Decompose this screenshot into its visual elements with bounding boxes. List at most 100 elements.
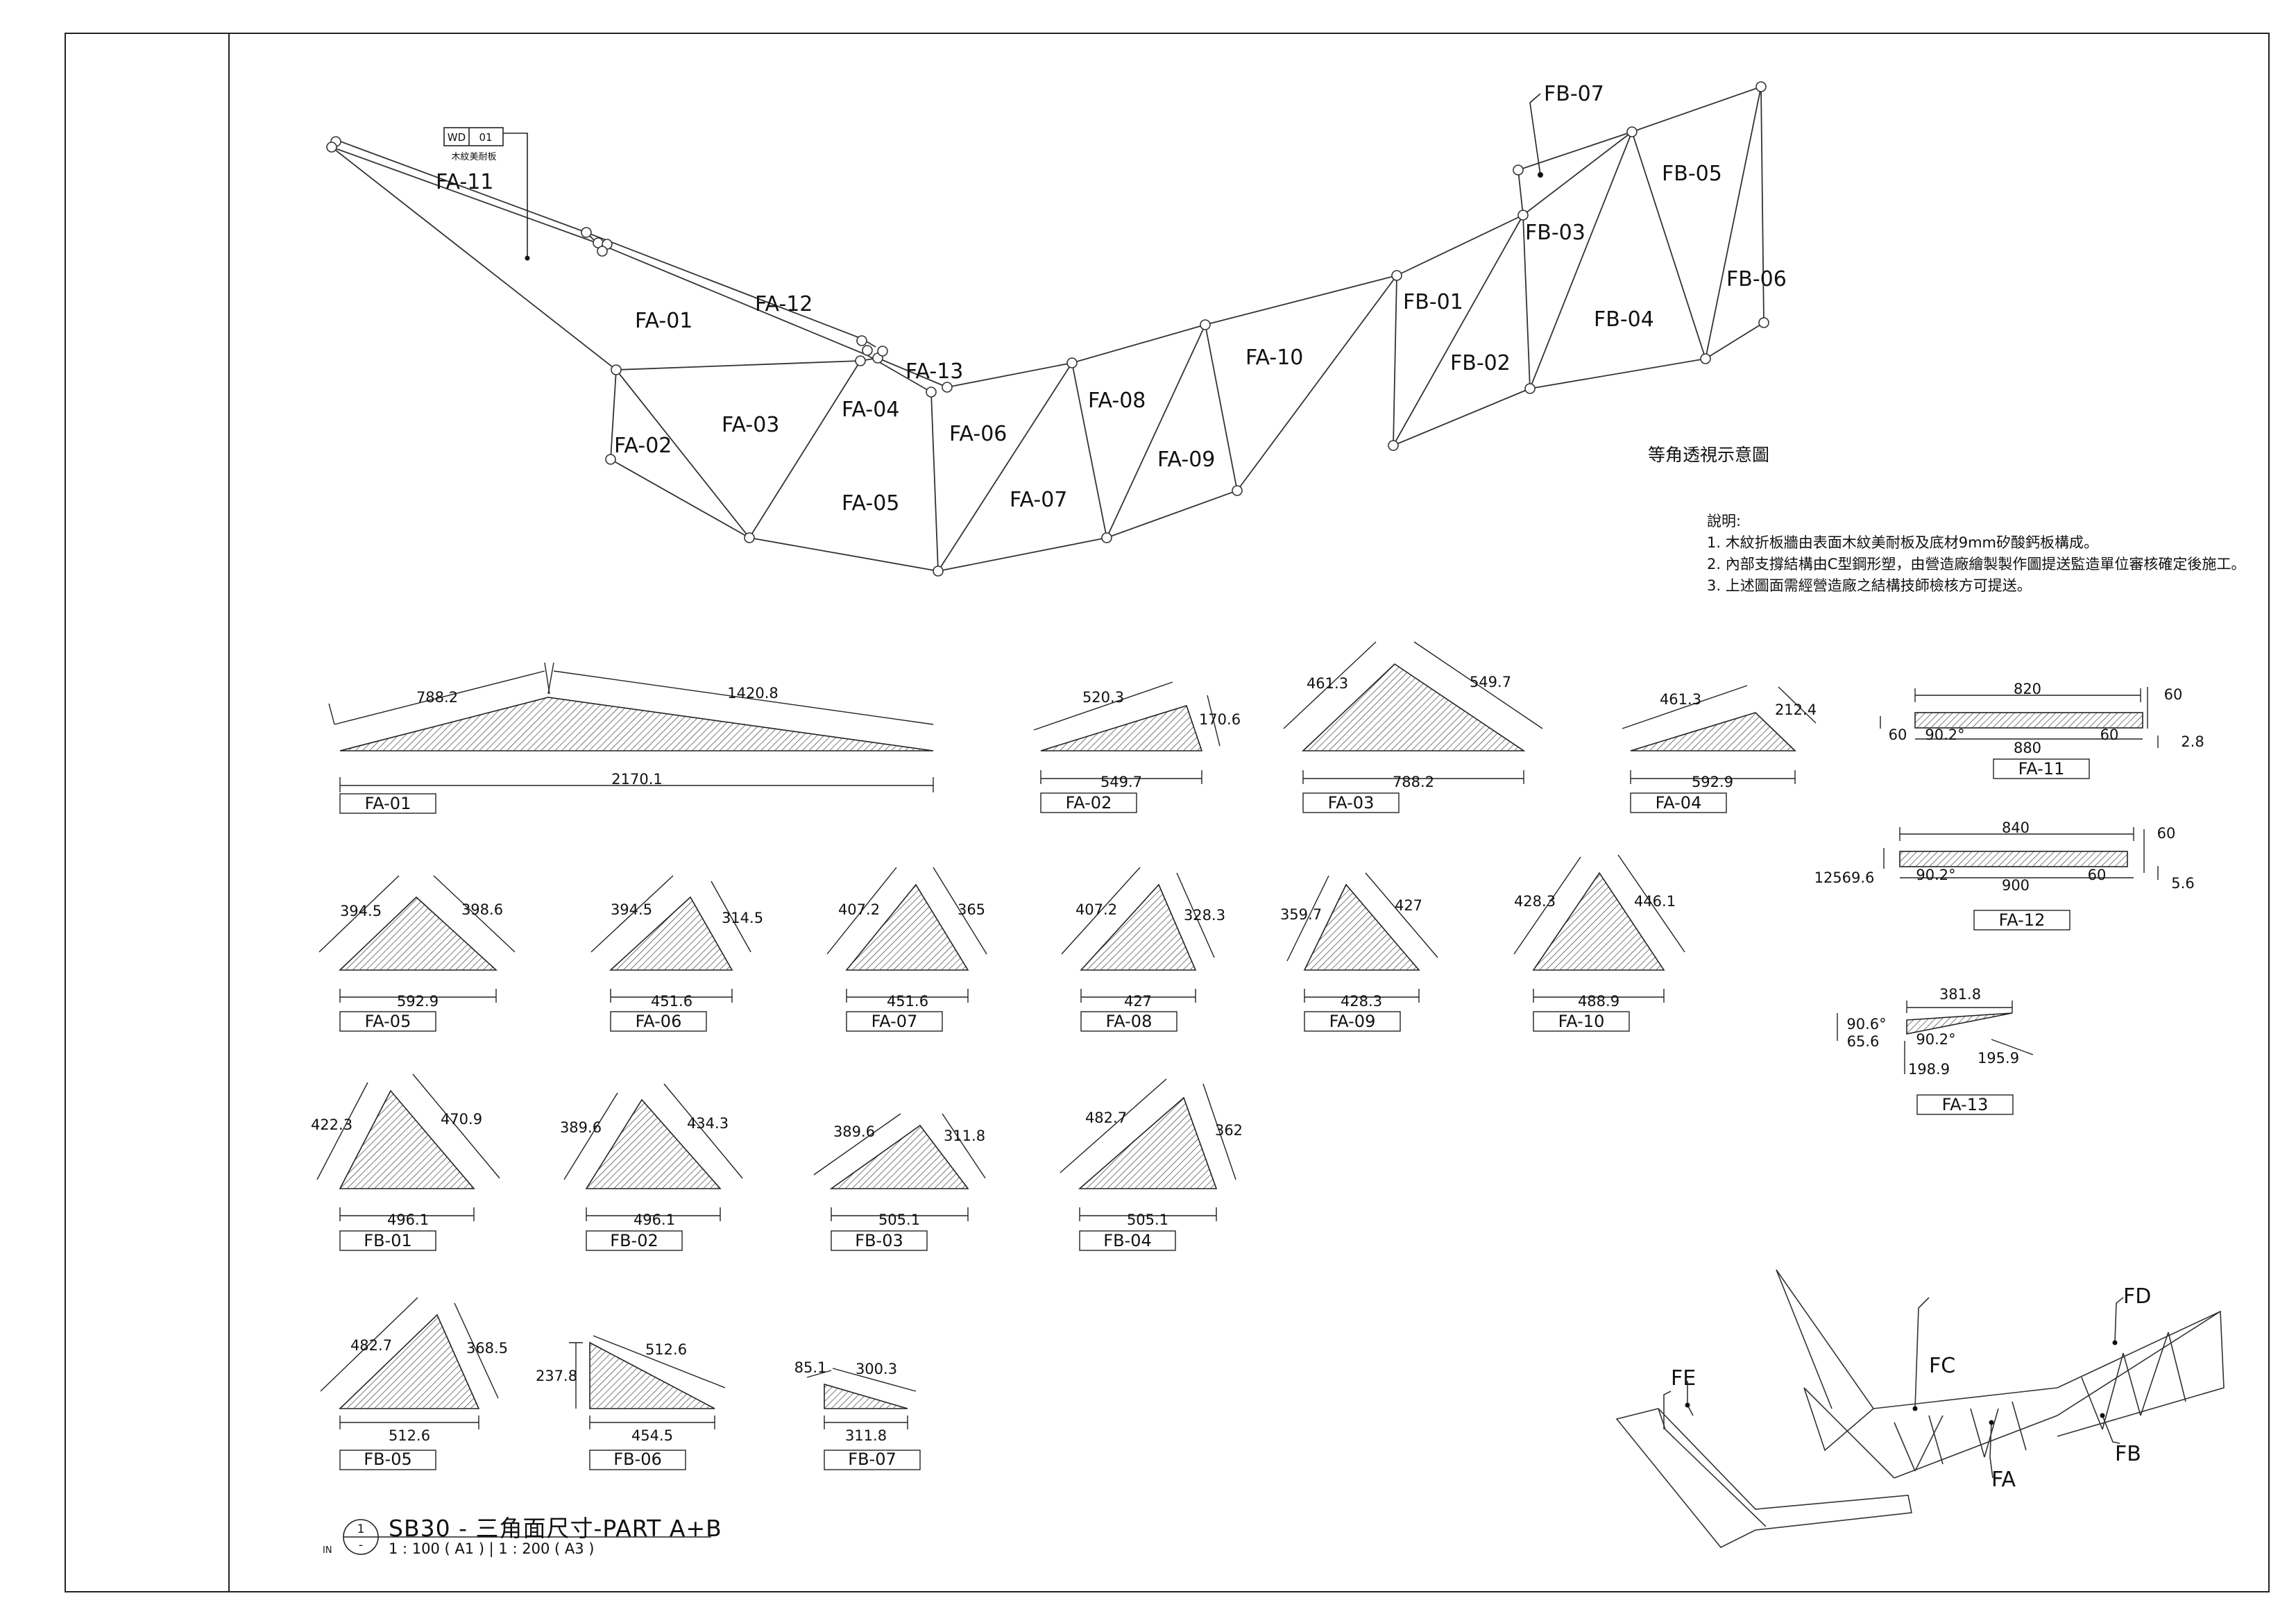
panel-fa-04-dim-c: 592.9	[1692, 774, 1733, 790]
panel-fb-04-dim-c: 505.1	[1127, 1212, 1168, 1228]
panel-fa-03-dim-b: 549.7	[1470, 674, 1511, 690]
callout-prefix: IN	[323, 1545, 332, 1556]
iso-label-fb-01: FB-01	[1403, 290, 1463, 314]
panel-fb-06-dim-c: 454.5	[631, 1427, 673, 1444]
panel-fb-04-label: FB-04	[1103, 1231, 1151, 1250]
material-tag-name: 木紋美耐板	[451, 152, 496, 162]
panel-fb-03-dim-a: 389.6	[833, 1123, 875, 1140]
panel-fb-07-dim-c: 311.8	[845, 1427, 887, 1444]
panel-fa-05: 394.5 398.6 592.9 FA-05	[318, 875, 516, 1032]
drawing-scale: 1 : 100 ( A1 ) | 1 : 200 ( A3 )	[389, 1540, 595, 1557]
strip-fa-13-angle-a: 90.6°	[1846, 1016, 1886, 1033]
strip-fa-11-dim-thk: 2.8	[2181, 733, 2204, 750]
iso-label-fa-11: FA-11	[436, 170, 493, 194]
key-plan	[1615, 1269, 2225, 1549]
panel-fa-04-label: FA-04	[1656, 793, 1702, 813]
iso-label-fb-07: FB-07	[1544, 82, 1604, 106]
panel-fa-05-dim-b: 398.6	[461, 901, 503, 918]
iso-label-fb-03: FB-03	[1525, 221, 1585, 245]
strip-fa-11-dim-left: 60	[1889, 726, 1907, 743]
strip-fa-11-dim-right: 60	[2164, 686, 2183, 703]
iso-label-fa-08: FA-08	[1088, 389, 1146, 413]
strip-fa-12-dim-top: 840	[2002, 819, 2030, 836]
strip-fa-11-dim-top: 820	[2014, 681, 2041, 697]
panel-fb-06-label: FB-06	[613, 1450, 661, 1469]
panel-fa-08-dim-b: 328.3	[1184, 907, 1225, 924]
panel-fb-02-dim-b: 434.3	[687, 1115, 729, 1132]
key-plan-label-fc: FC	[1929, 1354, 1955, 1378]
panel-fb-01-dim-a: 422.3	[311, 1116, 352, 1133]
panel-fa-10: 428.3 446.1 488.9 FA-10	[1513, 854, 1685, 1032]
strip-fa-13: 381.8 90.6° 65.6 90.2° 198.9 195.9 FA-13	[1837, 986, 2034, 1115]
panel-fa-01-dim-c: 2170.1	[611, 771, 662, 788]
panel-fa-09-dim-c: 428.3	[1341, 993, 1382, 1010]
strip-fa-11-label: FA-11	[2018, 759, 2065, 779]
key-plan-label-fa: FA	[1991, 1468, 2016, 1492]
material-tag: WD 01 木紋美耐板	[443, 127, 504, 162]
panel-fb-02-label: FB-02	[610, 1231, 658, 1250]
iso-label-fa-01: FA-01	[635, 309, 692, 333]
panel-fa-10-dim-a: 428.3	[1514, 893, 1556, 910]
panel-fb-06-dim-a: 237.8	[536, 1368, 577, 1384]
iso-label-fa-12: FA-12	[755, 292, 813, 316]
panel-fa-01-dim-a: 788.2	[416, 689, 458, 706]
strip-fa-13-dim-left: 65.6	[1847, 1033, 1880, 1050]
panel-fa-02-dim-b: 170.6	[1199, 711, 1241, 728]
panel-fb-06: 237.8 512.6 454.5 FB-06	[536, 1335, 726, 1470]
strip-fa-13-label: FA-13	[1942, 1095, 1989, 1114]
strip-fa-13-dim-bottom: 198.9	[1908, 1061, 1950, 1078]
panel-fa-09: 359.7 427 428.3 FA-09	[1280, 872, 1438, 1032]
key-plan-label-fe: FE	[1671, 1366, 1696, 1391]
strip-fa-12: 840 60 12569.6 90.2° 60 900 5.6 FA-12	[1814, 819, 2195, 931]
iso-label-fa-09: FA-09	[1157, 448, 1215, 472]
notes-heading: 說明:	[1707, 513, 1742, 529]
panel-fa-06-dim-c: 451.6	[651, 993, 692, 1010]
panel-fb-07-dim-a: 85.1	[794, 1359, 827, 1376]
panel-fa-04-dim-b: 212.4	[1775, 702, 1817, 718]
key-plan-label-fd: FD	[2123, 1284, 2151, 1309]
iso-view-title: 等角透視示意圖	[1648, 445, 1770, 465]
panel-fa-10-label: FA-10	[1558, 1012, 1605, 1031]
iso-label-fa-02: FA-02	[614, 434, 672, 458]
panel-fb-06-dim-b: 512.6	[645, 1341, 687, 1358]
panel-fa-02-dim-c: 549.7	[1100, 774, 1142, 790]
panel-fa-09-dim-b: 427	[1395, 897, 1422, 914]
sheet-border	[65, 33, 2270, 1592]
panel-fa-09-dim-a: 359.7	[1280, 906, 1322, 923]
panel-fb-01: 422.3 470.9 496.1 FB-01	[311, 1073, 500, 1251]
panel-fb-02-dim-a: 389.6	[560, 1119, 602, 1136]
strip-fa-11-dim-end: 60	[2100, 726, 2119, 743]
panel-fa-07: 407.2 365 451.6 FA-07	[826, 867, 987, 1032]
panel-fa-06-dim-a: 394.5	[611, 901, 652, 918]
notes-item-1: 1. 木紋折板牆由表面木紋美耐板及底材9mm矽酸鈣板構成。	[1707, 534, 2098, 551]
panel-fa-08-dim-a: 407.2	[1075, 901, 1117, 918]
iso-label-fa-03: FA-03	[722, 413, 779, 437]
panel-fa-06: 394.5 314.5 451.6 FA-06	[590, 875, 763, 1032]
key-plan-label-fb: FB	[2115, 1442, 2141, 1466]
iso-label-fb-05: FB-05	[1662, 162, 1722, 186]
strip-fa-12-dim-right: 60	[2157, 825, 2176, 842]
panel-fa-04-dim-a: 461.3	[1660, 691, 1701, 708]
panel-fa-08-label: FA-08	[1106, 1012, 1153, 1031]
panel-fa-01-dim-b: 1420.8	[727, 685, 778, 702]
panel-fa-02-label: FA-02	[1066, 793, 1112, 813]
panel-fb-03-label: FB-03	[855, 1231, 903, 1250]
panel-fb-01-dim-b: 470.9	[441, 1111, 482, 1128]
strip-fa-12-dim-thk: 5.6	[2171, 875, 2194, 892]
drawing-callout: 1 - IN	[323, 1519, 711, 1556]
panel-fa-03-label: FA-03	[1328, 793, 1375, 813]
panel-fa-05-dim-a: 394.5	[340, 903, 382, 919]
panel-fa-10-dim-b: 446.1	[1634, 893, 1676, 910]
panel-fb-03: 389.6 311.8 505.1 FB-03	[813, 1113, 986, 1251]
strip-fa-13-angle-b: 90.2°	[1916, 1031, 1955, 1048]
notes: 說明: 1. 木紋折板牆由表面木紋美耐板及底材9mm矽酸鈣板構成。 2. 內部支…	[1707, 511, 2245, 597]
panel-fb-07: 85.1 300.3 311.8 FB-07	[794, 1359, 921, 1470]
panel-fb-03-dim-c: 505.1	[878, 1212, 920, 1228]
iso-label-fa-10: FA-10	[1245, 346, 1303, 370]
panel-fb-03-dim-b: 311.8	[944, 1128, 985, 1144]
strip-fa-12-label: FA-12	[1999, 910, 2046, 930]
panel-fa-07-label: FA-07	[871, 1012, 918, 1031]
panel-fb-02-dim-c: 496.1	[633, 1212, 675, 1228]
strip-fa-11-angle: 90.2°	[1925, 726, 1964, 743]
panel-fb-04: 482.7 362 505.1 FB-04	[1060, 1078, 1243, 1251]
